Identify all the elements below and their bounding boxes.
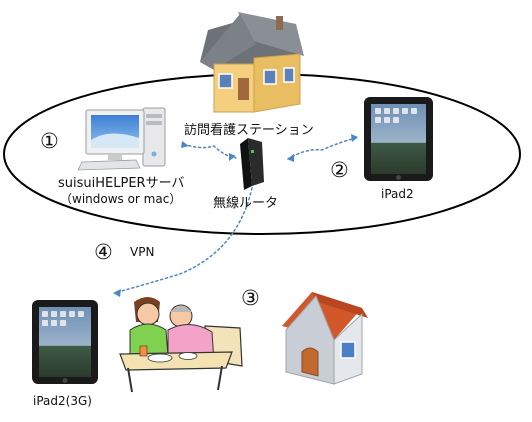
link-router-ipad (287, 137, 357, 160)
pc-server-icon (77, 107, 166, 171)
arrow-router-left (229, 153, 236, 161)
wireless-links (117, 137, 357, 293)
arrow-ipad-side (351, 134, 358, 142)
marker-2: ② (330, 158, 349, 182)
marker-4: ④ (94, 240, 113, 264)
router-label: 無線ルータ (213, 196, 279, 211)
ipad-icon (364, 97, 433, 181)
vpn-label: VPN (130, 245, 155, 259)
server-label: suisuiHELPERサーバ (58, 176, 185, 191)
link-vpn (117, 187, 253, 293)
link-server-router (183, 143, 237, 159)
ipad-3g-icon (32, 300, 98, 384)
ipad-label: iPad2 (381, 187, 414, 201)
family-illustration (119, 297, 243, 393)
link-arrowheads (113, 134, 358, 297)
marker-1: ① (40, 129, 59, 153)
router-icon (240, 138, 264, 190)
home-house-icon (282, 292, 368, 385)
station-label: 訪問看護ステーション (184, 123, 314, 138)
station-house-icon (200, 12, 304, 113)
arrow-server-side (181, 141, 189, 148)
ipad-3g-label: iPad2(3G) (33, 394, 92, 408)
arrow-3g-side (113, 289, 121, 297)
marker-3: ③ (241, 286, 260, 310)
arrow-router-right (287, 154, 294, 162)
server-os-label: （windows or mac） (60, 192, 182, 206)
